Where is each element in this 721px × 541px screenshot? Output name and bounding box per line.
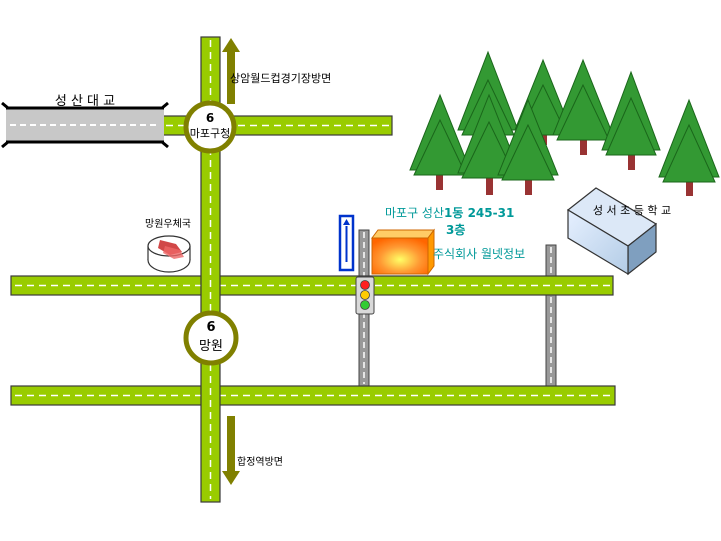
- bridge-label: 성 산 대 교: [55, 94, 115, 109]
- arrow-down-icon: [222, 416, 240, 485]
- interchange-bottom: 6 망원: [183, 310, 239, 366]
- direction-north-label: 상암월드컵경기장방면: [230, 72, 331, 85]
- post-office-icon: [147, 235, 191, 273]
- interchange-bottom-number: 6: [206, 320, 215, 335]
- interchange-bottom-name: 망원: [199, 339, 223, 354]
- interchange-top: 6 마포구청: [183, 100, 237, 154]
- road-middle: [10, 275, 614, 296]
- tree-icon: [497, 98, 559, 195]
- post-office-label: 망원우체국: [145, 218, 191, 230]
- bridge: [1, 101, 169, 149]
- traffic-light-icon: [355, 276, 375, 315]
- school-label: 성 서 초 등 학 교: [593, 204, 671, 217]
- company-label: 주식회사 월넷정보: [433, 247, 525, 261]
- address-line1-bold: 1동 245-31: [444, 206, 514, 220]
- arrow-up-icon: [222, 38, 240, 104]
- interchange-top-name: 마포구청: [190, 127, 230, 140]
- interchange-top-number: 6: [206, 111, 214, 125]
- tree-icon: [552, 58, 614, 155]
- blue-sign: [338, 214, 355, 272]
- tree-cluster: [409, 50, 720, 196]
- school-building-icon: [566, 187, 658, 276]
- tree-icon: [601, 70, 661, 170]
- tree-icon: [409, 93, 471, 190]
- address-line1-prefix: 마포구 성산: [385, 206, 444, 220]
- address-line2: 3층: [446, 222, 465, 237]
- target-building-icon: [371, 228, 435, 276]
- address-line1: 마포구 성산1동 245-31: [385, 206, 514, 220]
- tree-icon: [658, 98, 720, 196]
- side-road-right: [545, 244, 557, 387]
- road-bottom: [10, 385, 616, 406]
- direction-south-label: 합정역방면: [237, 456, 283, 468]
